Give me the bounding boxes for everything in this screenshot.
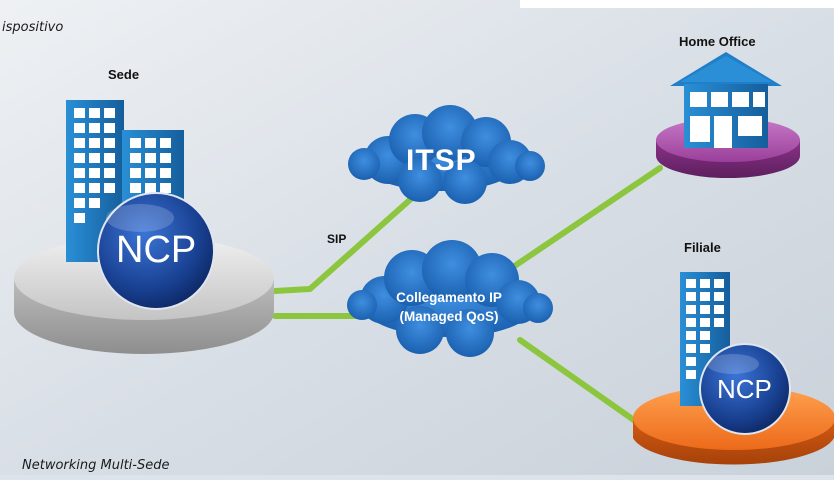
ip-cloud-label-line2: (Managed QoS)	[399, 309, 499, 324]
link-ip-branch	[517, 337, 651, 433]
ip-link-cloud	[347, 240, 553, 357]
hq-label: Sede	[108, 67, 140, 82]
itsp-cloud	[348, 105, 545, 204]
branch-ncp-globe	[699, 343, 791, 435]
branch-ncp-badge: NCP	[717, 374, 772, 404]
house-icon	[670, 52, 782, 148]
sip-link-label: SIP	[327, 232, 347, 246]
link-sip-hq-itsp	[272, 195, 415, 294]
itsp-cloud-label: ITSP	[406, 144, 477, 177]
top-left-caption: ispositivo	[2, 20, 64, 35]
homeoffice-label: Home Office	[679, 34, 756, 49]
hq-ncp-globe	[97, 192, 215, 310]
ip-cloud-label-line1: Collegamento IP	[396, 290, 502, 305]
bottom-caption: Networking Multi-Sede	[22, 458, 170, 473]
hq-ncp-badge: NCP	[116, 229, 197, 271]
branch-label: Filiale	[684, 240, 721, 255]
ip-cloud-label: Collegamento IP (Managed QoS)	[370, 288, 528, 326]
top-right-panel	[520, 0, 834, 8]
